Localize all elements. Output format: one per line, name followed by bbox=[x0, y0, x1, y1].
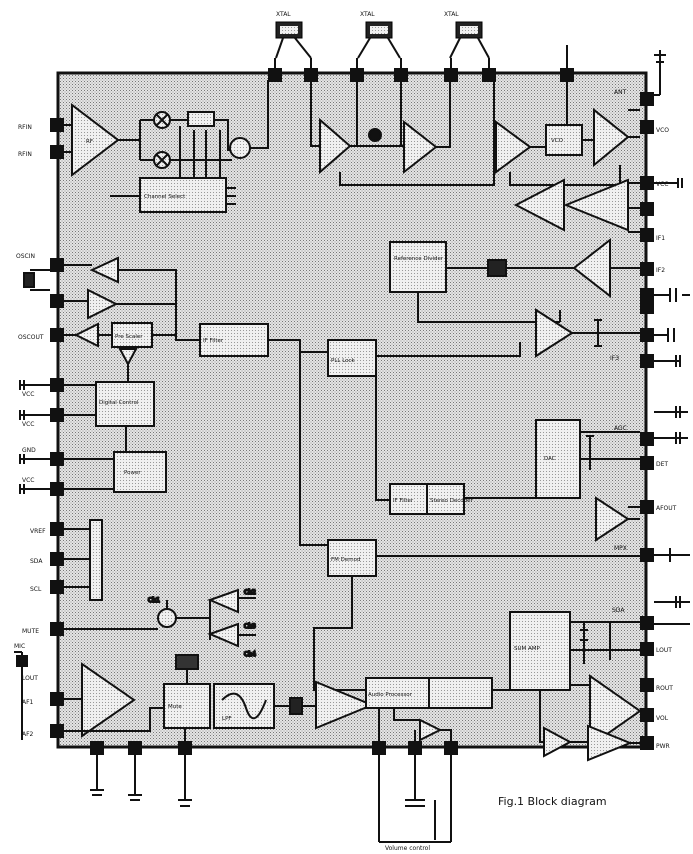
mux-label-2: Ch2 bbox=[244, 589, 256, 596]
xtal-3: XTAL bbox=[444, 11, 489, 58]
bottom-external bbox=[90, 755, 451, 842]
pin-label-r2: VCO bbox=[656, 127, 669, 134]
pin-label-l10: SDA bbox=[30, 558, 43, 565]
pin-label-r7: AGC bbox=[614, 425, 627, 432]
xtal-2: XTAL bbox=[358, 11, 400, 58]
dac-small bbox=[176, 655, 198, 669]
loop-filter bbox=[488, 260, 506, 276]
volume-control-label: Volume control bbox=[385, 845, 430, 852]
mux-bar bbox=[90, 520, 102, 600]
pin-label-l11: SCL bbox=[30, 586, 42, 593]
pin-label-l8: VCC bbox=[22, 477, 34, 484]
prescaler-label: Pre Scaler bbox=[115, 334, 143, 340]
pin-label-l4: OSCOUT bbox=[18, 334, 44, 341]
pin-label-r15: PWR bbox=[656, 743, 670, 750]
fm-demod-label: FM Demod bbox=[331, 557, 361, 563]
right-external bbox=[654, 178, 690, 624]
phase-shift-block bbox=[188, 112, 214, 126]
pin-label-l13: AF1 bbox=[22, 699, 34, 706]
mic-label: MIC bbox=[14, 643, 25, 650]
ref-divider-block bbox=[390, 242, 446, 292]
mux-label-1: Ch1 bbox=[148, 597, 160, 604]
pll-lock-label: PLL Lock bbox=[331, 358, 356, 364]
pin-label-l12: MUTE bbox=[22, 628, 39, 635]
digital-ctrl-label: Digital Control bbox=[99, 400, 139, 406]
power-label: Power bbox=[124, 470, 141, 476]
pin-label-l9: VREF bbox=[30, 528, 46, 535]
xtal-1: XTAL bbox=[276, 11, 311, 58]
ref-divider-label: Reference Divider bbox=[394, 256, 444, 262]
lpf-label: LPF bbox=[222, 716, 232, 722]
pin-label-l14: AF2 bbox=[22, 731, 34, 738]
pin-label-l7: GND bbox=[22, 447, 36, 454]
figure-caption: Fig.1 Block diagram bbox=[498, 795, 668, 808]
pin-label-r9: AFOUT bbox=[656, 505, 677, 512]
pin-label-r14: VOL bbox=[656, 715, 669, 722]
pin-label-r4: IF1 bbox=[656, 235, 665, 242]
dac-block-1 bbox=[536, 420, 580, 498]
pin-label-r12: LOUT bbox=[656, 647, 672, 654]
xtal-1-label: XTAL bbox=[276, 11, 291, 18]
pin-label-r1: ANT bbox=[614, 89, 627, 96]
pin-label-l6: VCC bbox=[22, 421, 34, 428]
pin-label-l15: LOUT bbox=[22, 675, 38, 682]
if-filter1-label: IF Filter bbox=[203, 338, 224, 344]
antenna-icon bbox=[646, 50, 666, 95]
mux-label-3: Ch3 bbox=[244, 623, 256, 630]
mux-label-4: Ch4 bbox=[244, 651, 256, 658]
stereo-dec-label: Stereo Decoder bbox=[430, 498, 474, 504]
pin-label-r11: SDA bbox=[612, 607, 625, 614]
sum-amp-label: SUM AMP bbox=[514, 646, 541, 652]
xtal-3-label: XTAL bbox=[444, 11, 459, 18]
lna-label: RF bbox=[86, 139, 93, 145]
if-filter2-label: IF Filter bbox=[393, 498, 414, 504]
pin-label-l5: VCC bbox=[22, 391, 34, 398]
pin-label-r10: MPX bbox=[614, 545, 627, 552]
mute-block bbox=[290, 698, 302, 714]
pin-label-r13: ROUT bbox=[656, 685, 673, 692]
dac-label: DAC bbox=[544, 456, 556, 462]
xtal-2-label: XTAL bbox=[360, 11, 375, 18]
pin-label-l1: RFIN bbox=[18, 124, 32, 131]
pin-label-r8: DET bbox=[656, 461, 668, 468]
adder-circle bbox=[230, 138, 250, 158]
audio-proc-label: Audio Processor bbox=[368, 692, 413, 698]
vco-label: VCO bbox=[551, 138, 564, 144]
channel-select-label: Channel Select bbox=[144, 194, 186, 200]
pin-label-r5: IF2 bbox=[656, 267, 665, 274]
mute-block-label: Mute bbox=[168, 704, 182, 710]
mute-switch bbox=[158, 609, 176, 627]
pin-label-l3: OSCIN bbox=[16, 253, 35, 260]
pin-label-l2: RFIN bbox=[18, 151, 32, 158]
pin-label-r6: IF3 bbox=[610, 355, 619, 362]
